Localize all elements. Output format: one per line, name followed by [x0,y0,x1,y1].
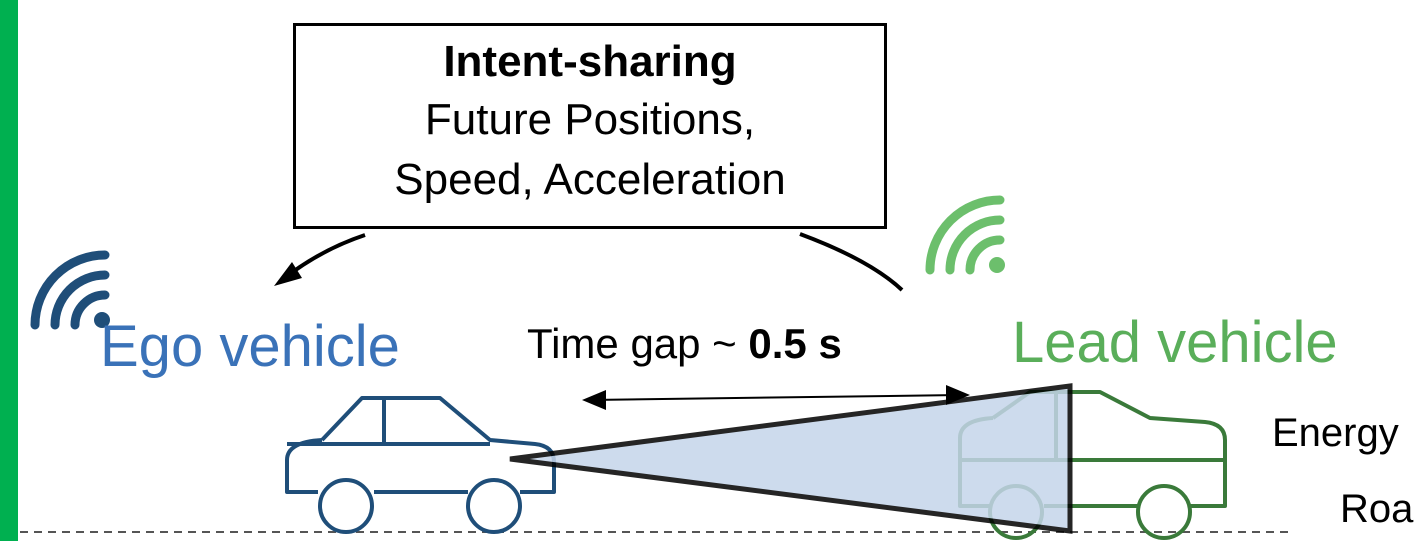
sensor-cone [509,383,1073,534]
intent-sharing-box: Intent-sharing Future Positions, Speed, … [293,23,887,229]
time-gap-arrow-right-head [946,385,970,405]
time-gap-value: 0.5 s [748,320,842,367]
ego-car-icon [285,396,556,534]
arrow-to-ego-head [274,262,302,286]
time-gap-arrow-left-head [582,390,606,410]
accent-bar [0,0,18,541]
intent-line-2: Speed, Acceleration [394,155,786,204]
ego-wifi-icon [30,250,110,330]
lead-wifi-icon [925,195,1005,275]
road-label: Roa [1340,487,1414,531]
intent-line-1: Future Positions, [424,95,756,144]
time-gap-label: Time gap ~ 0.5 s [527,318,842,370]
ego-vehicle-label: Ego vehicle [100,314,400,379]
time-gap-arrow [589,394,961,401]
intent-title: Intent-sharing [443,37,737,86]
energy-label: Energy [1272,411,1399,455]
arrow-from-lead [799,232,904,292]
lead-vehicle-label: Lead vehicle [1012,310,1338,375]
time-gap-prefix: Time gap ~ [527,320,749,367]
